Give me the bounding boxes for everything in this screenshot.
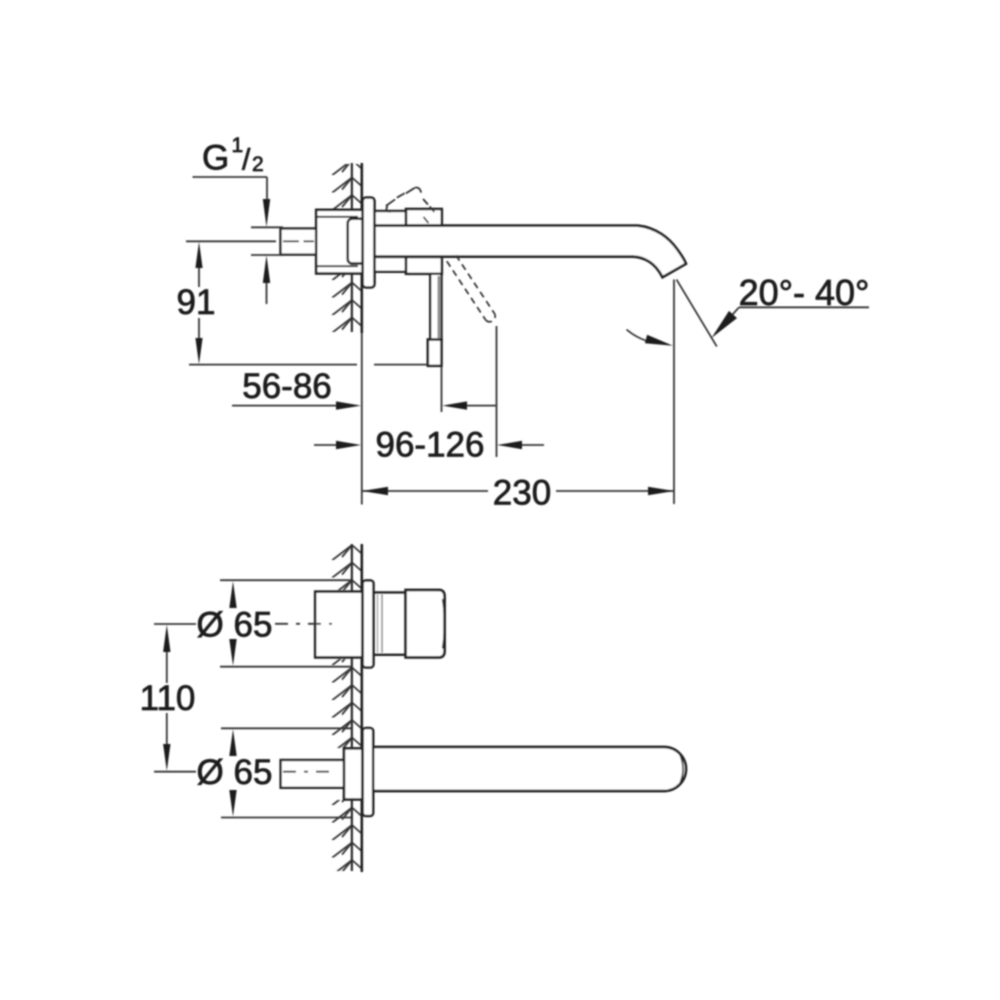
svg-text:2: 2: [252, 153, 264, 176]
svg-text:1: 1: [232, 134, 244, 157]
svg-text:20°- 40°: 20°- 40°: [739, 272, 870, 313]
svg-text:230: 230: [493, 474, 551, 513]
svg-text:G: G: [202, 139, 229, 178]
svg-text:96-126: 96-126: [376, 426, 485, 465]
svg-text:Ø 65: Ø 65: [197, 753, 273, 792]
svg-text:/: /: [242, 144, 251, 177]
svg-text:110: 110: [140, 679, 196, 718]
svg-text:91: 91: [177, 283, 216, 322]
svg-text:56-86: 56-86: [242, 367, 332, 406]
svg-text:Ø 65: Ø 65: [197, 606, 273, 645]
